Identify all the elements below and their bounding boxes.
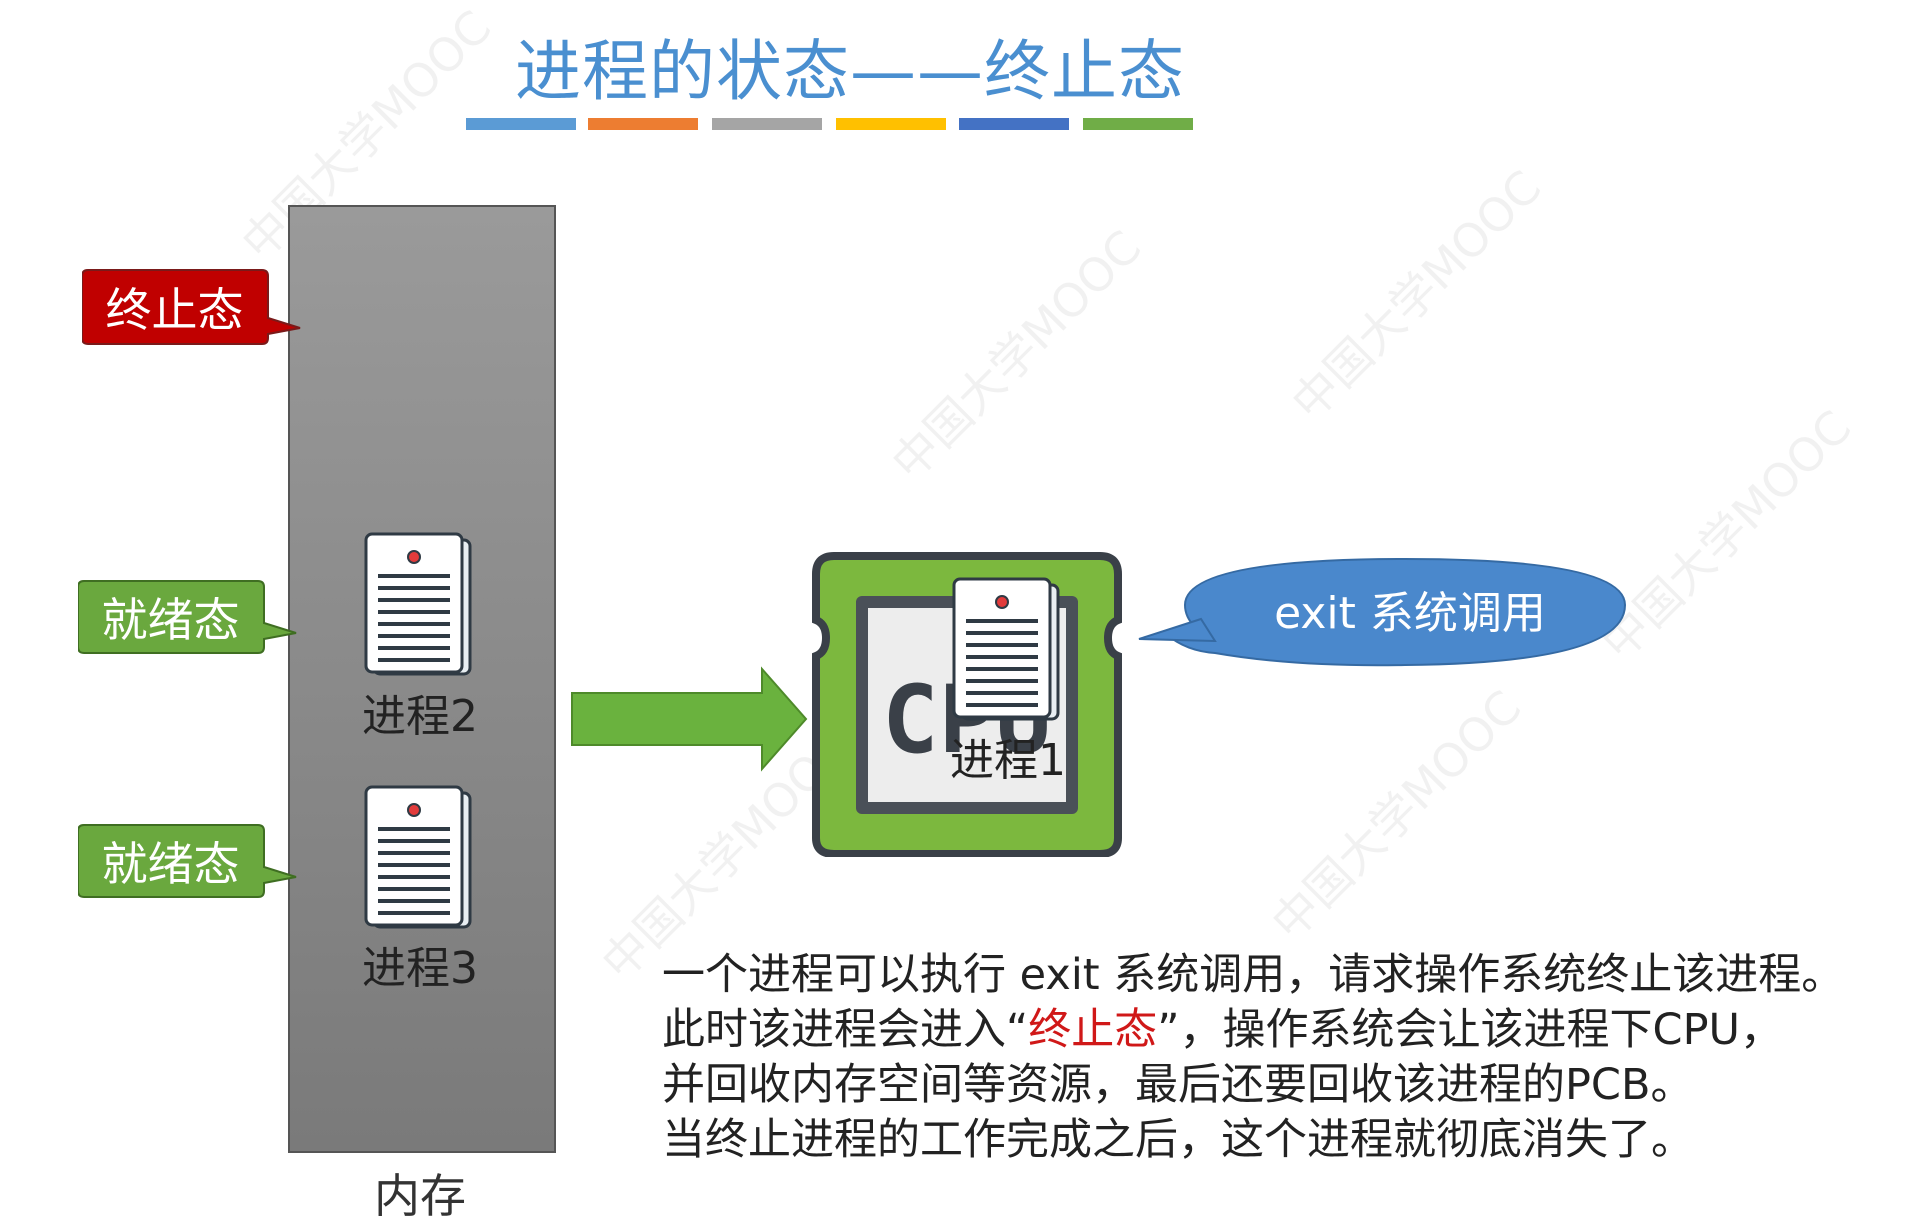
memory-block <box>288 205 556 1153</box>
document-icon <box>952 577 1060 721</box>
callout-shape-terminated <box>82 269 301 345</box>
process-1-label: 进程1 <box>950 735 1066 786</box>
title-bar-3 <box>712 118 822 130</box>
slide-title: 进程的状态——终止态 <box>515 33 1185 110</box>
document-icon <box>364 785 472 929</box>
memory-label: 内存 <box>374 1169 466 1223</box>
callout-label-ready-1: 就绪态 <box>101 593 240 647</box>
process-2-label: 进程2 <box>362 691 478 742</box>
document-icon <box>364 532 472 676</box>
description-line-3: 并回收内存空间等资源，最后还要回收该进程的PCB。 <box>662 1060 1694 1110</box>
process-3-label: 进程3 <box>362 943 478 994</box>
process-1-document <box>948 577 1068 731</box>
description-line-1: 一个进程可以执行 exit 系统调用，请求操作系统终止该进程。 <box>662 950 1845 1000</box>
title-bar-5 <box>959 118 1069 130</box>
title-bar-2 <box>588 118 698 130</box>
callout-label-ready-2: 就绪态 <box>101 837 240 891</box>
title-bar-6 <box>1083 118 1193 130</box>
description-line-2: 此时该进程会进入“终止态”，操作系统会让该进程下CPU， <box>662 1005 1783 1055</box>
watermark: 中国大学MOOC <box>1281 159 1552 431</box>
process-2-document <box>360 532 480 686</box>
callout-shape-ready-2 <box>78 824 297 898</box>
title-bar-4 <box>836 118 946 130</box>
callout-label-terminated: 终止态 <box>105 283 244 337</box>
watermark: 中国大学MOOC <box>1261 679 1532 951</box>
title-bar-1 <box>466 118 576 130</box>
terminated-highlight: 终止态 <box>1028 1005 1158 1055</box>
process-3-document <box>360 785 480 939</box>
exit-call-label: exit 系统调用 <box>1274 588 1546 639</box>
description-text: 一个进程可以执行 exit 系统调用，请求操作系统终止该进程。 此时该进程会进入… <box>662 948 1902 1168</box>
callout-shape-ready-1 <box>78 580 297 654</box>
watermark: 中国大学MOOC <box>881 219 1152 491</box>
description-line-4: 当终止进程的工作完成之后，这个进程就彻底消失了。 <box>662 1115 1694 1165</box>
right-arrow-icon <box>571 666 808 772</box>
speech-bubble-icon <box>1138 557 1627 667</box>
